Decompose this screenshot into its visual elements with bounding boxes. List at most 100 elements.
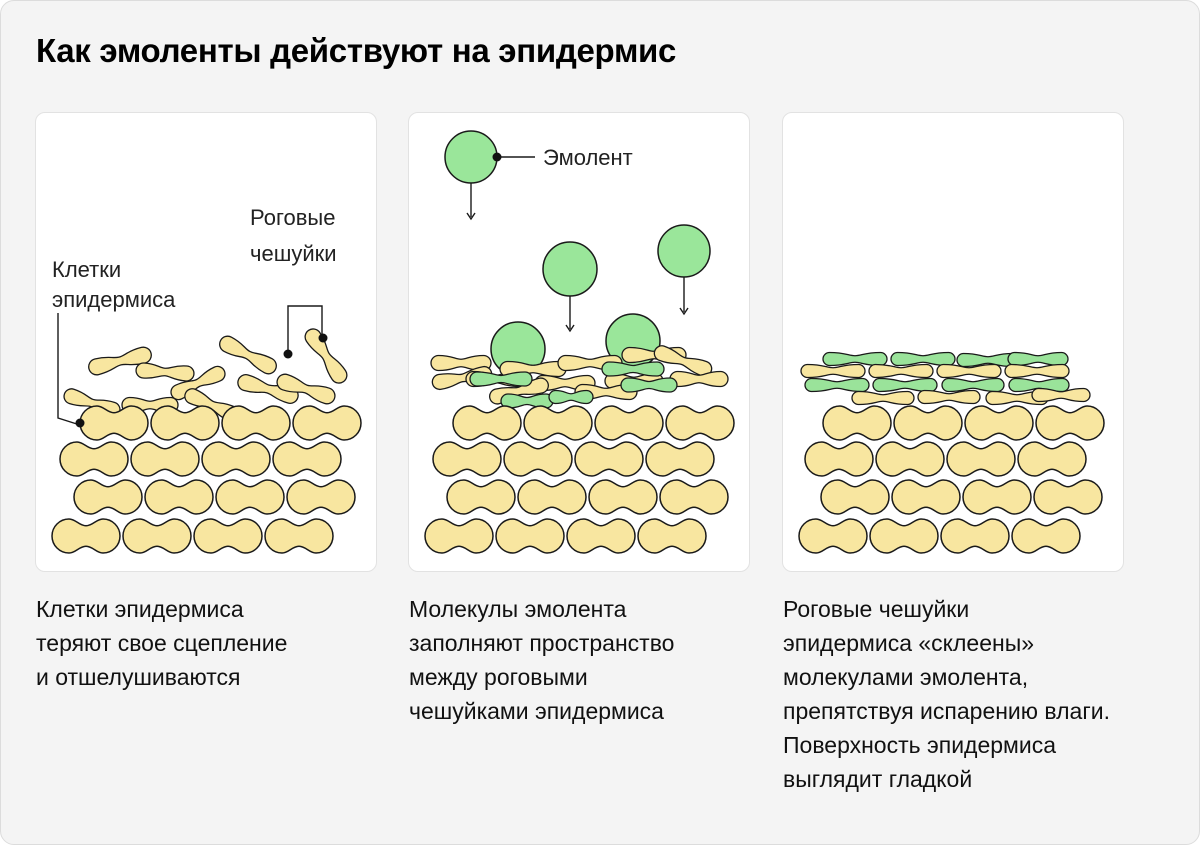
caption-line: и отшелушиваются [36, 664, 241, 690]
epidermis-cell [59, 441, 129, 477]
horny-scale [1004, 363, 1070, 379]
caption-line: чешуйками эпидермиса [409, 698, 664, 724]
epidermis-cell [645, 441, 715, 477]
emollient-molecule [444, 130, 498, 184]
epidermis-cell [424, 518, 494, 554]
epidermis-cell [272, 441, 342, 477]
epidermis-cell [144, 479, 214, 515]
horny-scale [1031, 387, 1091, 403]
epidermis-cell [1035, 405, 1105, 441]
epidermis-cell [193, 518, 263, 554]
epidermis-cell [201, 441, 271, 477]
scales-bracket-line [287, 305, 323, 356]
caption-line: эпидермиса «склеены» [783, 630, 1035, 656]
diagram-cells-shedding: Клетки эпидермиса Роговые чешуйки [51, 205, 362, 554]
caption-panel-2: Молекулы эмолента заполняют пространство… [409, 592, 749, 728]
epidermis-cell [804, 441, 874, 477]
emollient-film [804, 377, 870, 393]
epidermis-cell [574, 441, 644, 477]
epidermis-cell [517, 479, 587, 515]
label-cells-line2: эпидермиса [52, 287, 176, 312]
epidermis-cell [51, 518, 121, 554]
epidermis-cell [964, 405, 1034, 441]
epidermis-cell [875, 441, 945, 477]
epidermis-cell [940, 518, 1010, 554]
epidermis-cell [452, 405, 522, 441]
horny-scale [917, 389, 981, 405]
emollient-film [822, 351, 888, 367]
label-scales-line1: Роговые [250, 205, 335, 230]
horny-scale [851, 390, 915, 406]
caption-line: Молекулы эмолента [409, 596, 627, 622]
fall-arrow-head [565, 324, 575, 333]
emollient-film [620, 377, 678, 393]
epidermis-cell [79, 405, 149, 441]
caption-line: теряют свое сцепление [36, 630, 288, 656]
epidermis-cells-group [798, 405, 1105, 554]
horny-scale [219, 335, 277, 375]
epidermis-cell [503, 441, 573, 477]
emollient-film [1007, 351, 1069, 367]
emollient-film [872, 377, 938, 393]
label-scales-line2: чешуйки [250, 241, 337, 266]
caption-line: Клетки эпидермиса [36, 596, 244, 622]
epidermis-cell [820, 479, 890, 515]
horny-scale [276, 373, 336, 405]
panel-smooth-surface [782, 112, 1124, 572]
caption-line: заполняют пространство [409, 630, 675, 656]
panel-cells-shedding: Клетки эпидермиса Роговые чешуйки [35, 112, 377, 572]
epidermis-cell [891, 479, 961, 515]
epidermis-cell [566, 518, 636, 554]
horny-scale [800, 363, 866, 379]
epidermis-cell [798, 518, 868, 554]
caption-line: препятствуя испарению влаги. [783, 698, 1110, 724]
caption-panel-1: Клетки эпидермиса теряют свое сцепление … [36, 592, 366, 694]
horny-scale [936, 363, 1002, 379]
emollient-pointer-dot [492, 152, 502, 162]
emollient-film [941, 377, 1005, 393]
epidermis-cell [594, 405, 664, 441]
caption-line: молекулами эмолента, [783, 664, 1029, 690]
epidermis-cell [73, 479, 143, 515]
epidermis-cell [588, 479, 658, 515]
epidermis-cell [215, 479, 285, 515]
epidermis-cell [665, 405, 735, 441]
scales-pointer-dot-1 [283, 349, 293, 359]
caption-line: между роговыми [409, 664, 588, 690]
emollient-film [601, 361, 665, 377]
horny-scales-group [800, 351, 1091, 406]
epidermis-cell [122, 518, 192, 554]
page-title: Как эмоленты действуют на эпидермис [36, 32, 677, 69]
diagram-emollient-filling: Эмолент [424, 130, 735, 554]
caption-line: Поверхность эпидермиса [783, 732, 1057, 758]
horny-scale [237, 374, 299, 404]
panel-emollient-filling: Эмолент [408, 112, 750, 572]
epidermis-cell [822, 405, 892, 441]
emollient-film [469, 371, 533, 387]
diagram-smooth-surface [798, 351, 1105, 554]
horny-scale [170, 365, 226, 401]
epidermis-cell [637, 518, 707, 554]
emollient-molecule [657, 224, 711, 278]
epidermis-cell [893, 405, 963, 441]
caption-line: выглядит гладкой [783, 766, 973, 792]
epidermis-cells-group [51, 405, 362, 554]
epidermis-cell [221, 405, 291, 441]
cells-pointer-dot [75, 418, 85, 428]
label-cells-line1: Клетки [52, 257, 121, 282]
epidermis-cell [264, 518, 334, 554]
epidermis-cell [523, 405, 593, 441]
emollient-molecule [542, 241, 598, 297]
scales-pointer-dot-2 [318, 333, 328, 343]
epidermis-cell [446, 479, 516, 515]
epidermis-cell [1011, 518, 1081, 554]
epidermis-cell [1033, 479, 1103, 515]
caption-line: Роговые чешуйки [783, 596, 970, 622]
epidermis-cell [1017, 441, 1087, 477]
emollient-film [890, 351, 956, 367]
horny-scales-group [430, 345, 729, 409]
epidermis-cell [495, 518, 565, 554]
cells-leader-line [57, 313, 81, 426]
horny-scale [135, 362, 195, 382]
horny-scale [304, 328, 348, 384]
